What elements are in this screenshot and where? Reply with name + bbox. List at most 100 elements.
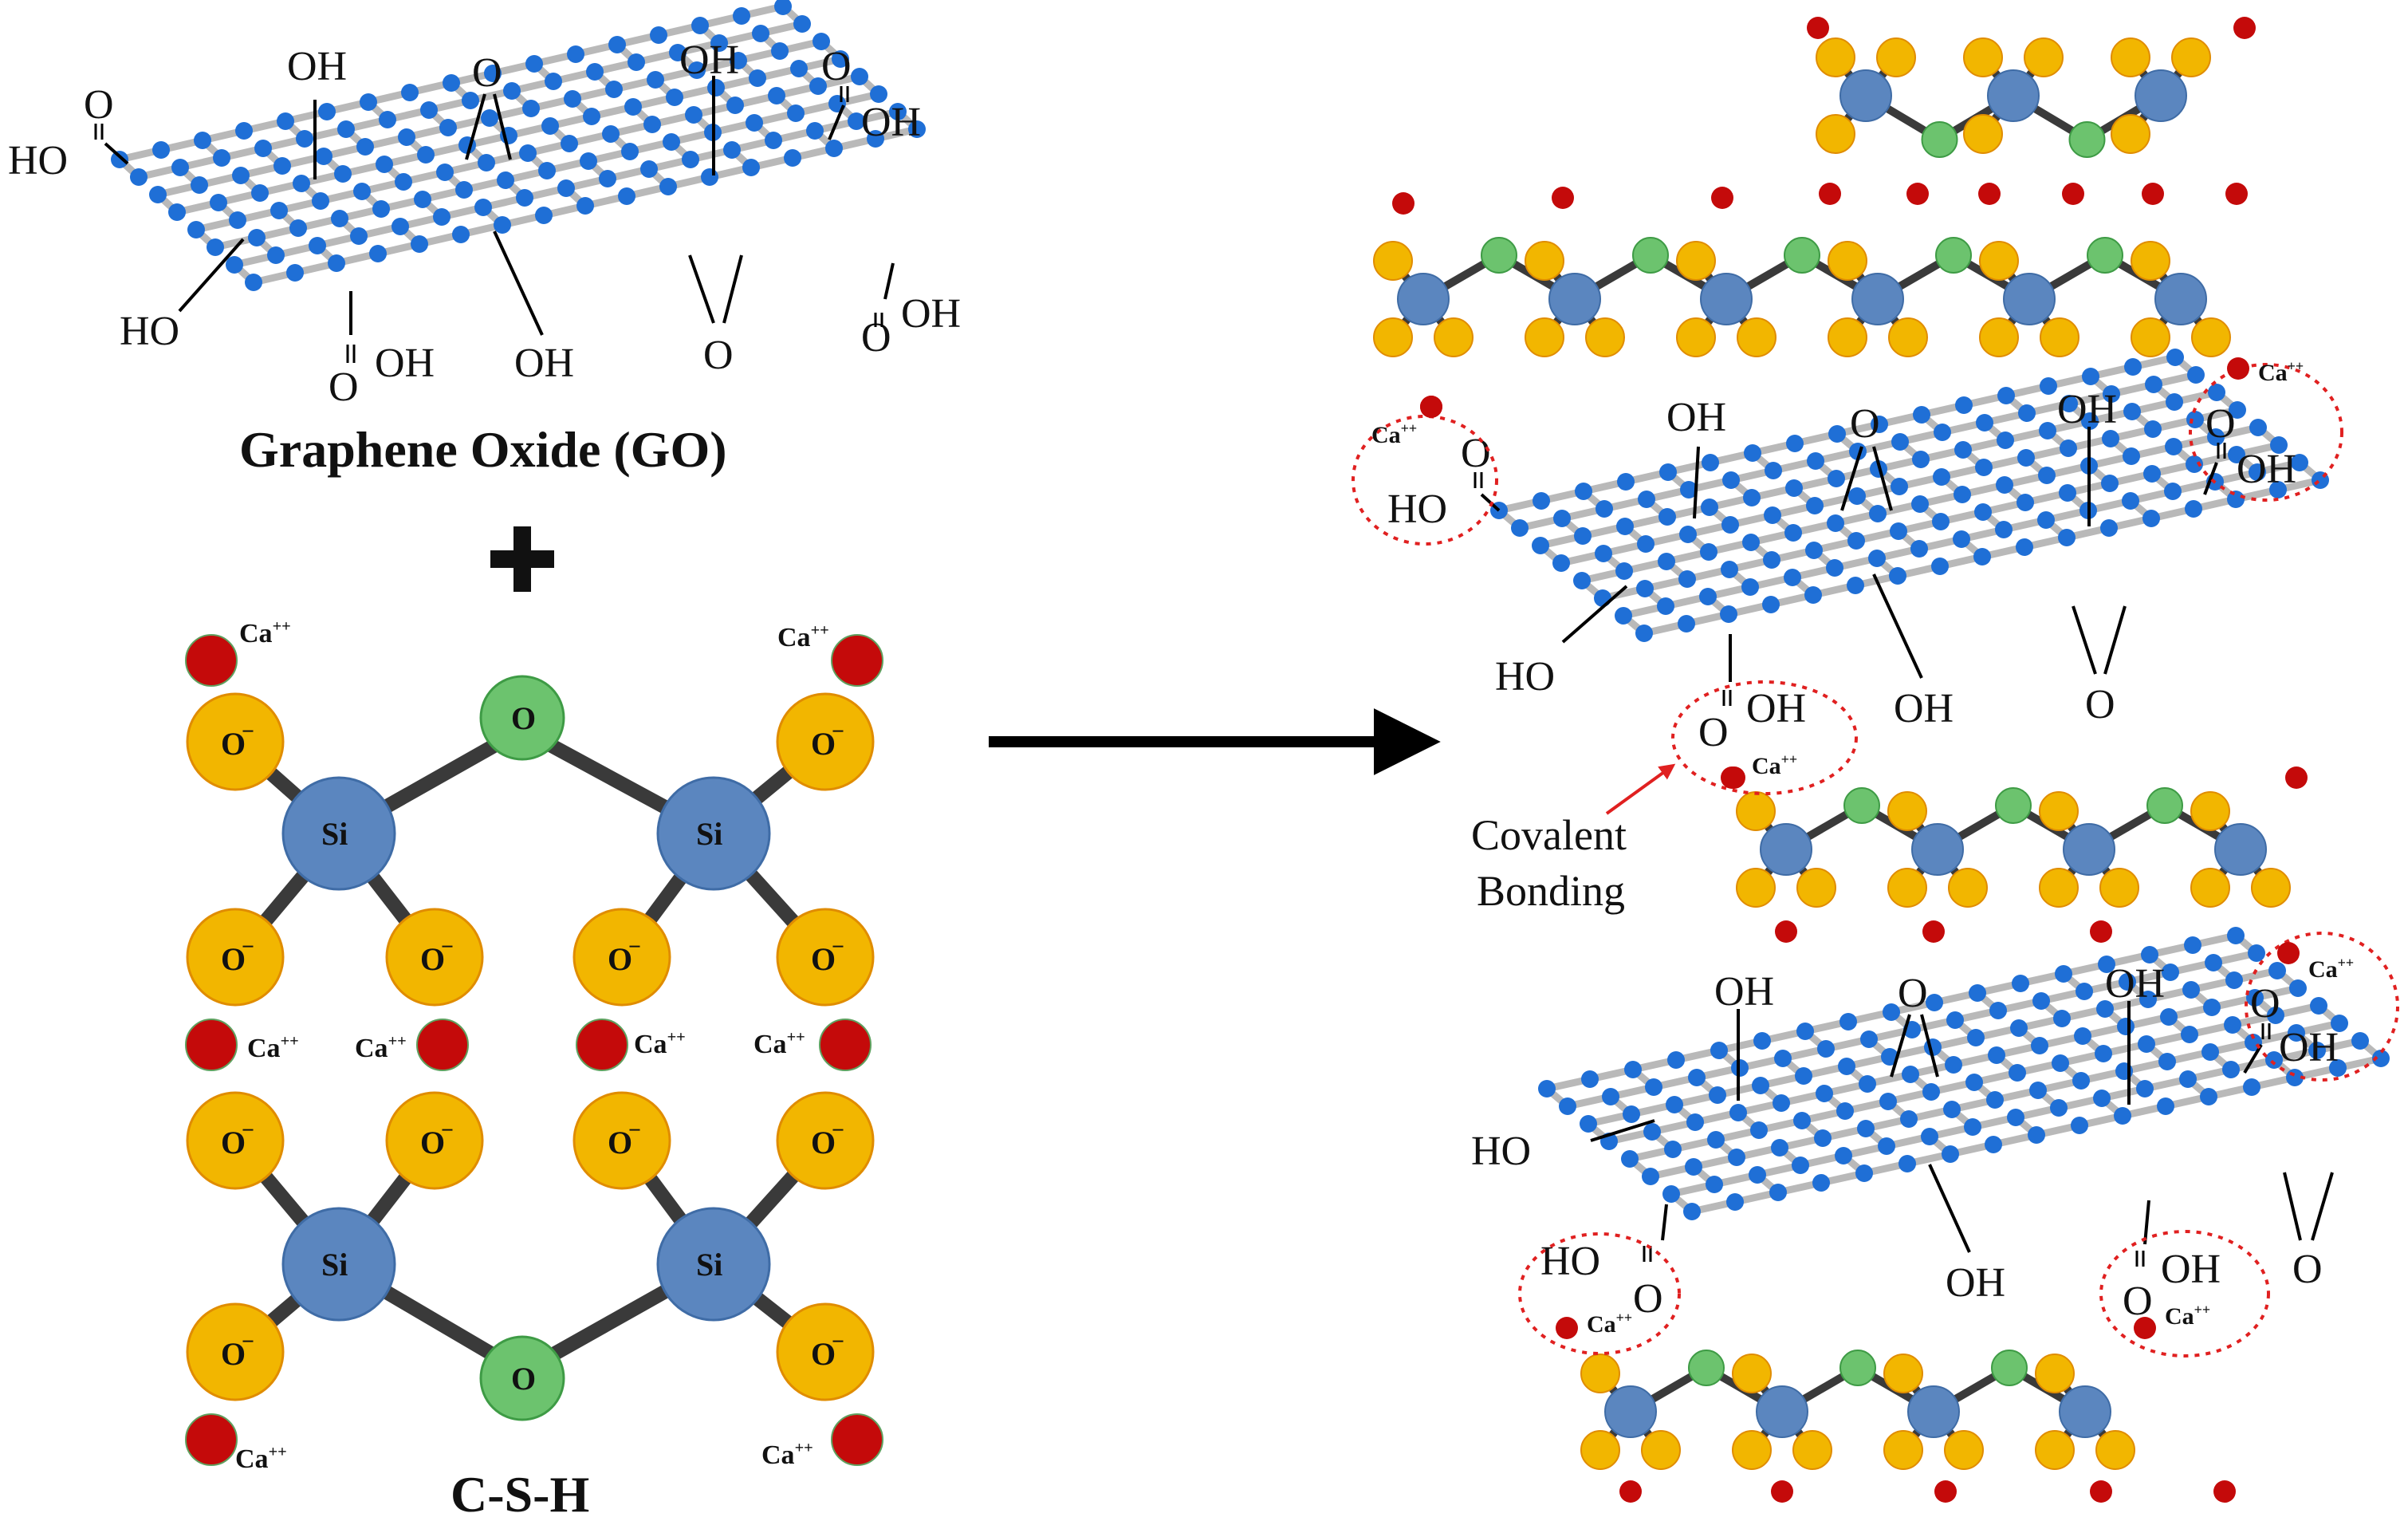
oxygen-ion-sphere bbox=[1816, 37, 1855, 77]
carbon-atom bbox=[226, 256, 243, 274]
carbon-atom bbox=[1784, 524, 1802, 542]
carbon-atom bbox=[1985, 1136, 2002, 1153]
carbon-atom bbox=[1812, 1174, 1830, 1192]
carbon-atom bbox=[1910, 540, 1928, 558]
oh-label: OH bbox=[1714, 969, 1774, 1015]
carbon-atom bbox=[130, 168, 148, 186]
oxygen-ion-sphere bbox=[186, 1302, 285, 1401]
carbon-atom bbox=[1765, 462, 1782, 479]
carbon-atom bbox=[784, 149, 801, 167]
calcium-dot bbox=[2285, 766, 2308, 789]
oxygen-ion-sphere bbox=[1963, 37, 2003, 77]
carbon-atom bbox=[207, 238, 224, 256]
carbon-atom bbox=[2181, 1026, 2198, 1043]
carbon-atom bbox=[462, 92, 479, 109]
carbon-atom bbox=[1839, 1013, 1857, 1030]
oxygen-ion-sphere bbox=[1792, 1430, 1832, 1470]
carbon-atom bbox=[2144, 420, 2162, 438]
carbon-atom bbox=[2123, 447, 2140, 465]
bridging-oxygen-sphere bbox=[1991, 1350, 2028, 1386]
carbon-atom bbox=[2032, 992, 2050, 1010]
oxygen-ion-sphere bbox=[776, 1302, 875, 1401]
calcium-dot bbox=[1711, 187, 1733, 209]
silicon-label: Si bbox=[696, 1247, 722, 1283]
carbon-atom bbox=[2184, 936, 2201, 954]
carbon-atom bbox=[1710, 1042, 1728, 1059]
oxygen-ion-label: O bbox=[608, 941, 632, 977]
oxygen-ion-sphere bbox=[1641, 1430, 1681, 1470]
calcium-label: Ca++ bbox=[761, 1439, 813, 1470]
carbon-atom bbox=[414, 191, 431, 208]
carbon-atom bbox=[1720, 605, 1737, 623]
oxygen-ion-sphere bbox=[385, 1091, 484, 1190]
carbon-atom bbox=[1795, 1067, 1812, 1085]
carbon-atom bbox=[2009, 1064, 2026, 1082]
carboxyl-o-label: O bbox=[1698, 710, 1729, 755]
bridging-oxygen: O bbox=[479, 1335, 565, 1421]
carbon-atom bbox=[2053, 1010, 2071, 1027]
carbon-atom bbox=[1533, 492, 1550, 510]
oxygen-ion-charge: − bbox=[628, 935, 641, 960]
carbon-atom bbox=[331, 210, 348, 227]
carbon-atom bbox=[1835, 1147, 1852, 1164]
oxygen-ion-charge: − bbox=[832, 1330, 844, 1354]
oxygen-ion-sphere bbox=[2131, 317, 2170, 357]
oxygen-ion-charge: − bbox=[242, 935, 254, 960]
silicon-sphere bbox=[1700, 273, 1753, 325]
covalent-label-line1: Covalent bbox=[1471, 811, 1627, 859]
bridging-oxygen-sphere bbox=[1995, 787, 2032, 824]
oxygen-ion-label: O bbox=[420, 1125, 445, 1160]
covalent-arrow-icon bbox=[1605, 763, 1676, 815]
carbon-atom bbox=[1559, 1097, 1576, 1115]
ho-label: HO bbox=[1540, 1239, 1600, 1284]
calcium-ion: Ca++ bbox=[185, 617, 291, 687]
carbon-atom bbox=[1580, 1115, 1597, 1133]
silicon-sphere bbox=[656, 776, 771, 891]
carbon-atom bbox=[1728, 1149, 1745, 1166]
carbon-atom bbox=[1744, 444, 1761, 462]
carbon-atom bbox=[1828, 425, 1846, 443]
carbon-atom bbox=[2037, 511, 2055, 529]
carbon-atom bbox=[682, 151, 699, 168]
carbon-atom bbox=[2098, 956, 2115, 973]
calcium-ion: Ca++ bbox=[777, 621, 883, 687]
oxygen-ion-label: O bbox=[811, 1125, 836, 1160]
carbon-atom bbox=[1869, 505, 1887, 522]
carbon-atom bbox=[1741, 578, 1759, 596]
calcium-charge: ++ bbox=[2194, 1302, 2211, 1318]
carbon-atom bbox=[1678, 615, 1695, 632]
carbon-atom bbox=[2310, 997, 2327, 1015]
carbon-atom bbox=[1871, 416, 1888, 433]
calcium-dot bbox=[1922, 920, 1945, 943]
oxygen-ion: O− bbox=[385, 908, 484, 1007]
oxygen-ion-sphere bbox=[1828, 317, 1867, 357]
carbon-atom bbox=[2267, 1007, 2284, 1024]
carbon-atom bbox=[111, 151, 128, 168]
carbon-atom bbox=[825, 140, 843, 157]
carbon-atom bbox=[391, 218, 409, 235]
silicon-sphere bbox=[1397, 273, 1450, 325]
carbon-atom bbox=[210, 194, 227, 211]
carbon-atom bbox=[2122, 492, 2139, 510]
carbon-atom bbox=[455, 181, 473, 199]
silicon-label: Si bbox=[321, 816, 348, 852]
carbon-atom bbox=[2093, 1090, 2111, 1107]
oxygen-ion-sphere bbox=[1963, 114, 2003, 154]
carbon-atom bbox=[688, 61, 706, 79]
calcium-dot bbox=[1552, 187, 1574, 209]
carbon-atom bbox=[289, 219, 307, 237]
carbon-atom bbox=[1602, 1088, 1619, 1105]
carbon-atom bbox=[516, 189, 533, 207]
carbon-atom bbox=[1623, 1105, 1640, 1123]
carbon-atom bbox=[1709, 1086, 1726, 1104]
carbon-atom bbox=[2270, 436, 2288, 454]
calcium-sphere bbox=[819, 1019, 872, 1071]
carbon-atom bbox=[1912, 451, 1930, 468]
calcium-dot bbox=[1906, 183, 1929, 205]
oxygen-ion-sphere bbox=[1373, 317, 1413, 357]
carbon-atom bbox=[2012, 975, 2029, 992]
carbon-atom bbox=[621, 143, 639, 160]
carbon-atom bbox=[1838, 1058, 1855, 1075]
carbon-atom bbox=[586, 63, 604, 81]
oxygen-ion: O− bbox=[572, 1091, 671, 1190]
